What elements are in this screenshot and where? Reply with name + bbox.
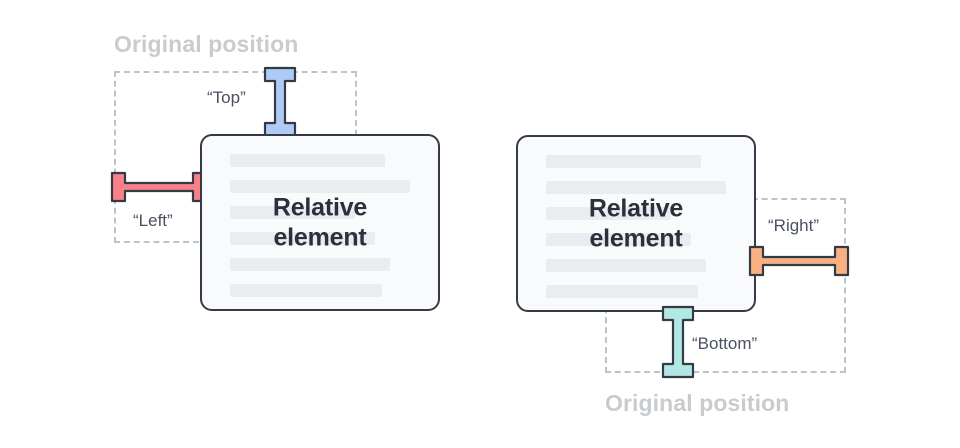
offset-label-top: “Top” [207,88,246,107]
placeholder-line [546,259,706,272]
placeholder-line [230,154,385,167]
placeholder-line [546,285,698,298]
placeholder-line [546,181,726,194]
relative-element-card-left: Relative element [200,134,440,311]
offset-label-left: “Left” [133,211,173,230]
offset-label-right: “Right” [768,216,820,235]
placeholder-line [230,232,375,245]
ghost-caption-top-left: Original position [114,31,299,57]
placeholder-line [230,180,410,193]
placeholder-line [230,258,390,271]
card-label-line2: element [273,223,367,252]
card-label-right: Relative element [518,193,754,254]
card-label-left: Relative element [202,192,438,253]
placeholder-lines-left [202,136,438,309]
placeholder-line [230,284,382,297]
ghost-caption-bottom-right: Original position [605,390,790,416]
placeholder-line [546,233,691,246]
placeholder-line [546,207,671,220]
offset-beam-left [109,171,209,203]
card-label-line1: Relative [272,193,368,221]
placeholder-line [546,155,701,168]
card-label-line2: element [589,224,683,253]
relative-element-card-right: Relative element [516,135,756,312]
offset-label-bottom: “Bottom” [692,334,758,353]
placeholder-lines-right [518,137,754,310]
offset-beam-bottom [661,304,695,380]
offset-beam-top [263,65,297,139]
placeholder-line [230,206,355,219]
card-label-line1: Relative [588,194,684,222]
offset-beam-right [747,245,851,277]
